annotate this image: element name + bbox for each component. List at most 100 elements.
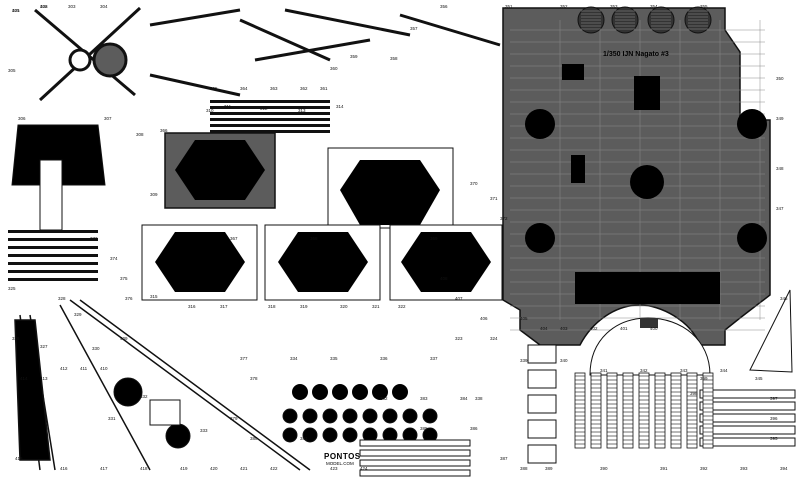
part-number-label: 392 [700,466,708,471]
deck-cutout [575,272,720,304]
part-number-label: 349 [776,116,784,121]
porthole-cover [292,384,308,400]
part-number-label: 406 [480,316,488,321]
rail-strip [699,389,796,399]
porthole-cover [302,427,318,443]
part-number-label: 329 [74,312,82,317]
porthole-cover [312,384,328,400]
part-number-label: 424 [360,466,368,471]
part-number-label: 301 [12,8,20,13]
part-number-label: 399 [700,376,708,381]
rail-strip [699,401,796,411]
rail-strip [8,230,98,233]
rail-strip [699,437,796,447]
part-number-label: 354 [650,4,658,9]
part-number-label: 356 [440,4,448,9]
porthole-cover [322,408,338,424]
shield-plate [11,124,106,231]
barbette-hole [737,109,767,139]
rail-strip [359,459,471,467]
part-number-label: 328 [58,296,66,301]
part-number-label: 319 [300,304,308,309]
ladder [527,369,557,389]
part-number-label: 307 [104,116,112,121]
porthole-cover [282,427,298,443]
part-number-label: 419 [180,466,188,471]
ladder [622,372,634,449]
part-number-label: 378 [250,376,258,381]
part-number-label: 309 [150,192,158,197]
part-number-label: 342 [640,368,648,373]
ladder [527,419,557,439]
part-number-label: 373 [90,236,98,241]
rail-strip [359,469,471,477]
part-number-label: 425 [12,8,20,13]
part-number-label: 352 [560,4,568,9]
part-number-label: 393 [740,466,748,471]
bridge-frames [141,132,503,301]
part-number-label: 331 [108,416,116,421]
part-number-label: 383 [420,396,428,401]
part-number-label: 336 [380,356,388,361]
part-number-label: 413 [40,376,48,381]
part-number-label: 395 [770,436,778,441]
part-number-label: 371 [490,196,498,201]
ladder [686,372,698,449]
porthole-cover [372,384,388,400]
part-number-label: 398 [690,391,698,396]
part-number-label: 401 [620,326,628,331]
part-number-label: 317 [220,304,228,309]
part-number-label: 308 [136,132,144,137]
inclined-ladders [14,299,311,471]
rail-strip [359,449,471,457]
rail-strip [210,112,330,115]
part-number-label: 426 [40,4,48,9]
part-number-label: 380 [250,436,258,441]
part-number-label: 381 [300,436,308,441]
ladder [606,372,618,449]
barbette-hole [630,165,664,199]
part-number-label: 403 [560,326,568,331]
part-number-label: 320 [340,304,348,309]
ladder [527,344,557,364]
part-number-label: 357 [410,26,418,31]
part-number-label: 322 [398,304,406,309]
porthole-cover [342,408,358,424]
part-number-label: 408 [440,276,448,281]
porthole-cover [342,427,358,443]
part-number-label: 372 [500,216,508,221]
part-number-label: 367 [230,236,238,241]
part-number-label: 345 [755,376,763,381]
part-number-label: 324 [490,336,498,341]
porthole-cover [392,384,408,400]
rail-strip [8,262,98,265]
part-number-label: 404 [540,326,548,331]
part-number-label: 334 [290,356,298,361]
part-number-label: 310 [206,108,214,113]
part-number-label: 379 [230,416,238,421]
part-number-label: 344 [720,368,728,373]
rail-strip [8,238,98,241]
part-number-label: 414 [20,376,28,381]
part-number-label: 415 [15,456,23,461]
part-number-label: 416 [60,466,68,471]
part-number-label: 325 [8,286,16,291]
part-number-label: 362 [300,86,308,91]
part-number-label: 351 [505,4,513,9]
part-number-label: 302 [40,4,48,9]
part-number-label: 418 [140,466,148,471]
fore-deck-round [589,317,711,376]
part-number-label: 421 [240,466,248,471]
rail-strip [210,124,330,127]
part-number-label: 353 [610,4,618,9]
rail-strip [359,439,471,447]
deck-cutout [562,64,584,80]
deck-cutout [571,155,585,183]
ladder [527,394,557,414]
rail-strip [699,413,796,423]
part-number-label: 390 [600,466,608,471]
part-number-label: 361 [320,86,328,91]
porthole-cover [302,408,318,424]
part-number-label: 423 [330,466,338,471]
part-number-label: 338 [475,396,483,401]
